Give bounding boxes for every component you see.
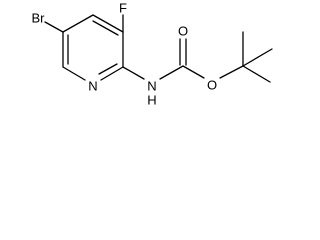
fluorine-label: F	[119, 1, 127, 16]
amide-nitrogen-label: N	[147, 79, 156, 94]
bond-n1-c6	[62, 66, 86, 81]
bond-c4-c3	[92, 14, 124, 33]
bond-c5-br	[44, 21, 64, 33]
ring-nitrogen-label: N	[88, 79, 97, 94]
bond-quaternary-c-methyl-right	[242, 48, 273, 67]
bond-c2-nh	[122, 66, 145, 80]
amide-hydrogen-label: H	[147, 93, 156, 108]
bond-c2-n1	[100, 66, 124, 81]
pyridine-ring	[62, 14, 124, 81]
bond-quaternary-c-methyl-bottom	[242, 65, 271, 83]
bromine-label: Br	[32, 11, 46, 26]
ester-oxygen-label: O	[207, 78, 217, 93]
bond-c2-n1-inner	[98, 63, 118, 75]
carbonyl-oxygen-label: O	[178, 24, 188, 39]
bond-c5-c4	[62, 14, 94, 33]
bond-nh-carbonyl-c	[159, 65, 184, 80]
bond-ester-o-quaternary-c	[219, 65, 244, 79]
structure-diagram: Br F N N H O O	[32, 1, 273, 108]
bond-carbonyl-c-ester-o	[182, 65, 205, 79]
bond-c4-c3-inner	[92, 20, 119, 36]
